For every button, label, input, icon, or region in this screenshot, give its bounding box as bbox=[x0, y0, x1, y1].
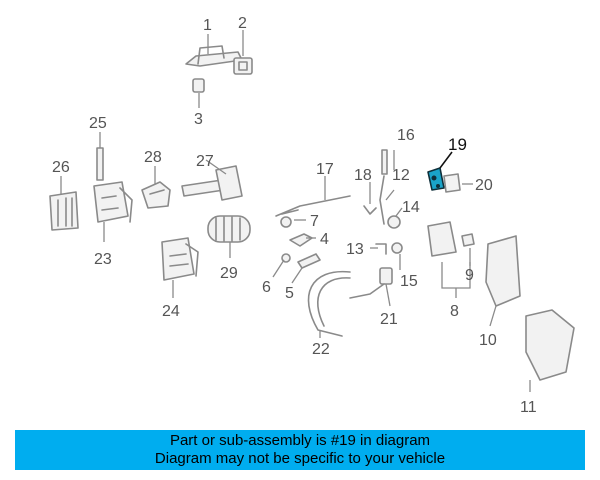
part-26-panel bbox=[49, 191, 79, 231]
banner-line-1: Part or sub-assembly is #19 in diagram bbox=[169, 432, 431, 449]
parts-diagram: 1 2 3 4 5 6 7 8 9 10 11 12 13 14 15 16 1… bbox=[49, 15, 575, 416]
part-4-bezel bbox=[289, 233, 313, 247]
label-21: 21 bbox=[380, 311, 398, 328]
info-banner: Part or sub-assembly is #19 in diagram D… bbox=[15, 430, 585, 470]
part-8-latch bbox=[427, 221, 457, 257]
part-24-lock-assembly bbox=[161, 237, 199, 281]
label-4: 4 bbox=[320, 231, 329, 248]
label-12: 12 bbox=[392, 167, 410, 184]
part-27-check-strap bbox=[181, 165, 243, 201]
part-7-grommet bbox=[280, 216, 292, 228]
label-16: 16 bbox=[397, 127, 415, 144]
label-28: 28 bbox=[144, 149, 162, 166]
part-2-lock-cylinder bbox=[233, 57, 253, 75]
part-20-bracket bbox=[443, 173, 461, 193]
part-28-bracket bbox=[141, 181, 171, 209]
label-25: 25 bbox=[89, 115, 107, 132]
part-14-nut bbox=[387, 215, 401, 229]
part-5-inner-handle bbox=[297, 253, 321, 269]
part-21-actuator bbox=[349, 267, 393, 299]
part-17-rod bbox=[275, 195, 351, 217]
part-22-seal bbox=[307, 270, 351, 337]
part-19-highlighted bbox=[427, 167, 445, 191]
label-2: 2 bbox=[238, 15, 247, 32]
label-13: 13 bbox=[346, 241, 364, 258]
label-7: 7 bbox=[310, 213, 319, 230]
part-9-clip bbox=[461, 233, 475, 247]
label-1: 1 bbox=[203, 17, 212, 34]
part-1-door-handle bbox=[185, 45, 243, 67]
label-19: 19 bbox=[448, 135, 467, 154]
label-27: 27 bbox=[196, 153, 214, 170]
part-13-clip bbox=[375, 243, 387, 255]
label-20: 20 bbox=[475, 177, 493, 194]
part-3-clip bbox=[192, 78, 205, 93]
part-drawings bbox=[49, 45, 575, 381]
part-10-panel bbox=[485, 235, 521, 307]
label-24: 24 bbox=[162, 303, 180, 320]
part-labels: 1 2 3 4 5 6 7 8 9 10 11 12 13 14 15 16 1… bbox=[52, 15, 537, 416]
label-10: 10 bbox=[479, 332, 497, 349]
label-29: 29 bbox=[220, 265, 238, 282]
part-25-rod bbox=[96, 147, 104, 181]
label-15: 15 bbox=[400, 273, 418, 290]
part-15-nut bbox=[391, 242, 403, 254]
leader-lines bbox=[60, 30, 531, 392]
label-26: 26 bbox=[52, 159, 70, 176]
banner-line-2: Diagram may not be specific to your vehi… bbox=[154, 450, 446, 467]
label-3: 3 bbox=[194, 111, 203, 128]
label-14: 14 bbox=[402, 199, 420, 216]
label-5: 5 bbox=[285, 285, 294, 302]
part-23-latch-block bbox=[93, 181, 133, 223]
part-11-panel bbox=[525, 309, 575, 381]
label-8: 8 bbox=[450, 303, 459, 320]
label-6: 6 bbox=[262, 279, 271, 296]
part-18-clip bbox=[363, 205, 377, 215]
label-23: 23 bbox=[94, 251, 112, 268]
part-16-rod bbox=[381, 149, 388, 175]
label-11: 11 bbox=[520, 399, 537, 416]
part-12-cable bbox=[379, 175, 385, 225]
label-18: 18 bbox=[354, 167, 372, 184]
label-22: 22 bbox=[312, 341, 330, 358]
part-29-bellows-boot bbox=[207, 215, 251, 243]
label-9: 9 bbox=[465, 267, 474, 284]
label-17: 17 bbox=[316, 161, 334, 178]
